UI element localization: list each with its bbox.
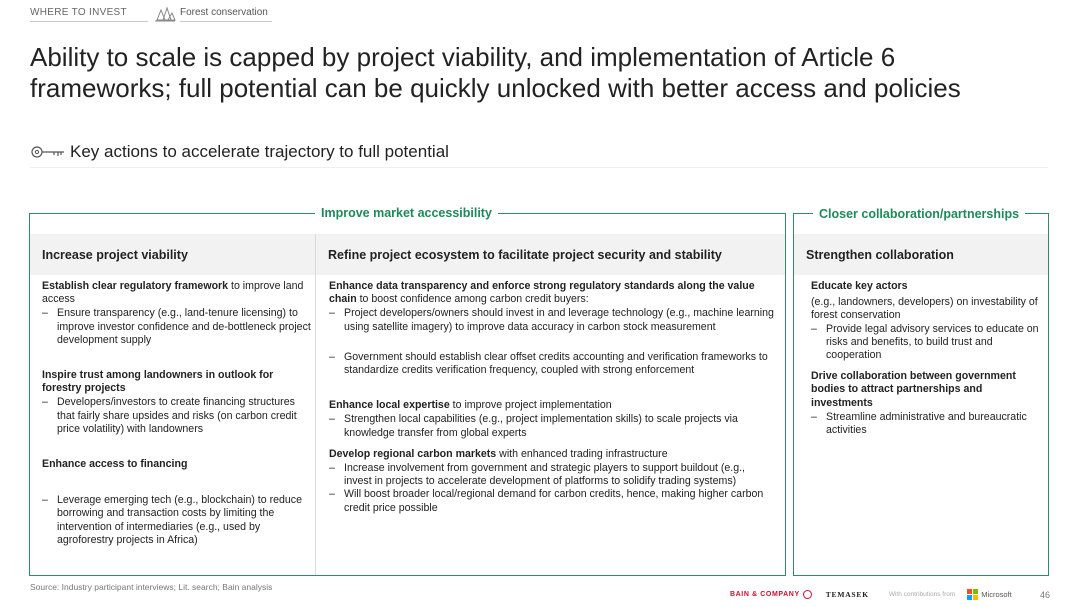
bullet-list: Provide legal advisory services to educa… [811,323,1041,363]
list-item-title: Enhance access to financing [42,458,188,471]
bullet-list: Leverage emerging tech (e.g., blockchain… [42,494,312,547]
subheading: Key actions to accelerate trajectory to … [30,142,449,162]
forest-icon [155,6,176,22]
list-item: Streamline administrative and bureaucrat… [811,411,1041,437]
microsoft-logo-text: Microsoft [981,590,1012,599]
column-header-project-ecosystem: Refine project ecosystem to facilitate p… [316,234,785,275]
key-icon [31,146,64,158]
list-item: Leverage emerging tech (e.g., blockchain… [42,494,312,547]
column-project-ecosystem: Enhance data transparency and enforce st… [329,280,775,515]
list-item-title: Inspire trust among landowners in outloo… [42,369,274,395]
temasek-logo: TEMASEK [825,590,869,599]
page-title: Ability to scale is capped by project vi… [30,42,961,103]
bullet-list: Increase involvement from government and… [329,462,775,515]
list-item-title: Drive collaboration between government b… [811,370,1016,409]
list-item: Ensure transparency (e.g., land-tenure l… [42,307,312,347]
footer-logos: BAIN & COMPANY TEMASEK With contribution… [730,589,1012,600]
group-label-market-accessibility: Improve market accessibility [315,206,498,220]
page-number: 46 [1040,590,1051,600]
bullet-list: Streamline administrative and bureaucrat… [811,411,1041,437]
list-item-title: Develop regional carbon markets with enh… [329,447,668,460]
column-divider [315,234,316,575]
bullet-list: Developers/investors to create financing… [42,396,312,436]
list-item: Strengthen local capabilities (e.g., pro… [329,413,775,439]
breadcrumb: WHERE TO INVEST Forest conservation [30,5,272,23]
bullet-list: Project developers/owners should invest … [329,307,775,377]
subheading-text: Key actions to accelerate trajectory to … [70,142,449,161]
contributions-text: With contributions from [888,591,956,598]
list-item: Will boost broader local/regional demand… [329,488,775,514]
microsoft-logo-icon [967,589,979,600]
list-item: Government should establish clear offset… [329,351,775,377]
list-item-title: Establish clear regulatory framework to … [42,280,304,306]
list-item: Developers/investors to create financing… [42,396,312,436]
column-project-viability: Establish clear regulatory framework to … [42,280,312,547]
breadcrumb-topic[interactable]: Forest conservation [180,7,272,22]
bullet-list: Strengthen local capabilities (e.g., pro… [329,413,775,439]
bain-logo: BAIN & COMPANY [730,591,800,598]
group-label-collaboration: Closer collaboration/partnerships [813,207,1026,221]
column-header-collaboration: Strengthen collaboration [794,234,1048,275]
divider [30,167,1048,168]
list-item-title: Enhance data transparency and enforce st… [329,280,755,306]
list-item: Provide legal advisory services to educa… [811,323,1041,363]
list-item: Increase involvement from government and… [329,462,775,488]
list-item-title: Educate key actors [811,280,908,292]
list-item: Project developers/owners should invest … [329,307,775,333]
list-item-title: Enhance local expertise to improve proje… [329,399,612,412]
breadcrumb-section[interactable]: WHERE TO INVEST [30,7,148,22]
column-collaboration: Educate key actors (e.g., landowners, de… [811,280,1041,437]
bullet-list: Ensure transparency (e.g., land-tenure l… [42,307,312,347]
column-header-project-viability: Increase project viability [30,234,315,275]
list-item-subtitle: (e.g., landowners, developers) on invest… [811,296,1038,322]
source-note: Source: Industry participant interviews;… [30,582,273,592]
bain-circle-icon [802,590,812,599]
